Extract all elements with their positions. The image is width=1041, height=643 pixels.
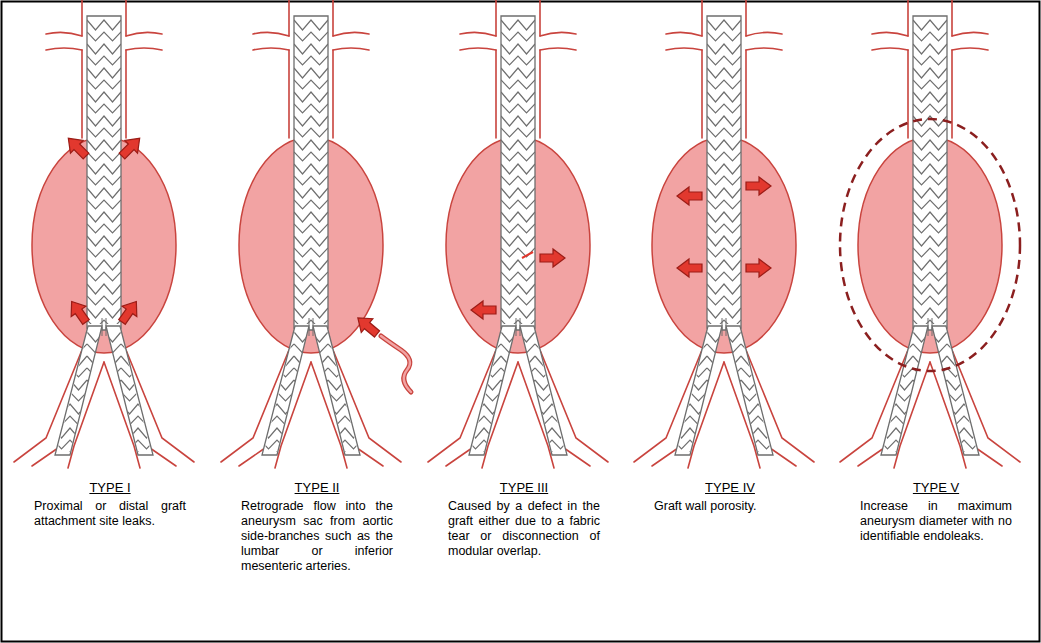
type-heading: TYPE V [860,480,1012,496]
type-five-figure [840,0,1020,468]
type-heading: TYPE II [241,480,393,496]
type-one-figure [14,0,194,468]
type-three-figure [428,0,608,468]
type-description: Retrograde flow into the aneurysm sac fr… [241,499,393,574]
type-description: Increase in maximum aneurysm diameter wi… [860,499,1012,544]
type-two-figure [221,0,411,468]
type-description: Graft wall porosity. [654,499,806,514]
type-description: Caused by a defect in the graft either d… [448,499,600,559]
type-description: Proximal or distal graft attachment site… [34,499,186,529]
type-four-figure [634,0,814,468]
type-heading: TYPE IV [654,480,806,496]
type-heading: TYPE III [448,480,600,496]
type-heading: TYPE I [34,480,186,496]
